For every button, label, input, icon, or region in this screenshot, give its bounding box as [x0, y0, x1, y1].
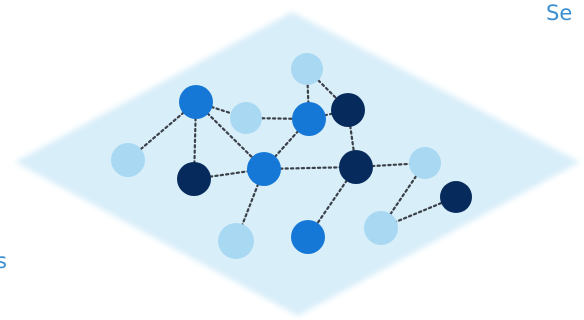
node-n4-mid-blue: [292, 102, 326, 136]
cropped-side-text: s: [0, 249, 7, 273]
node-n8-mid-blue: [247, 152, 281, 186]
node-n13-mid-blue: [291, 220, 325, 254]
node-n1-mid-blue: [179, 85, 213, 119]
node-n3-light-blue: [291, 53, 323, 85]
nodes-layer: [111, 53, 472, 259]
node-n9-dark-navy: [339, 150, 373, 184]
cropped-heading-text: Se: [546, 1, 573, 25]
node-n11-dark-navy: [440, 181, 472, 213]
node-n2-light-blue: [230, 102, 262, 134]
node-n12-light-blue: [218, 223, 254, 259]
node-n6-light-blue: [111, 143, 145, 177]
edge-n1-n6: [126, 100, 198, 162]
node-n14-light-blue: [364, 211, 398, 245]
node-n7-dark-navy: [177, 162, 211, 196]
node-n5-dark-navy: [331, 93, 365, 127]
isometric-plane: [15, 12, 580, 316]
node-n10-light-blue: [409, 147, 441, 179]
